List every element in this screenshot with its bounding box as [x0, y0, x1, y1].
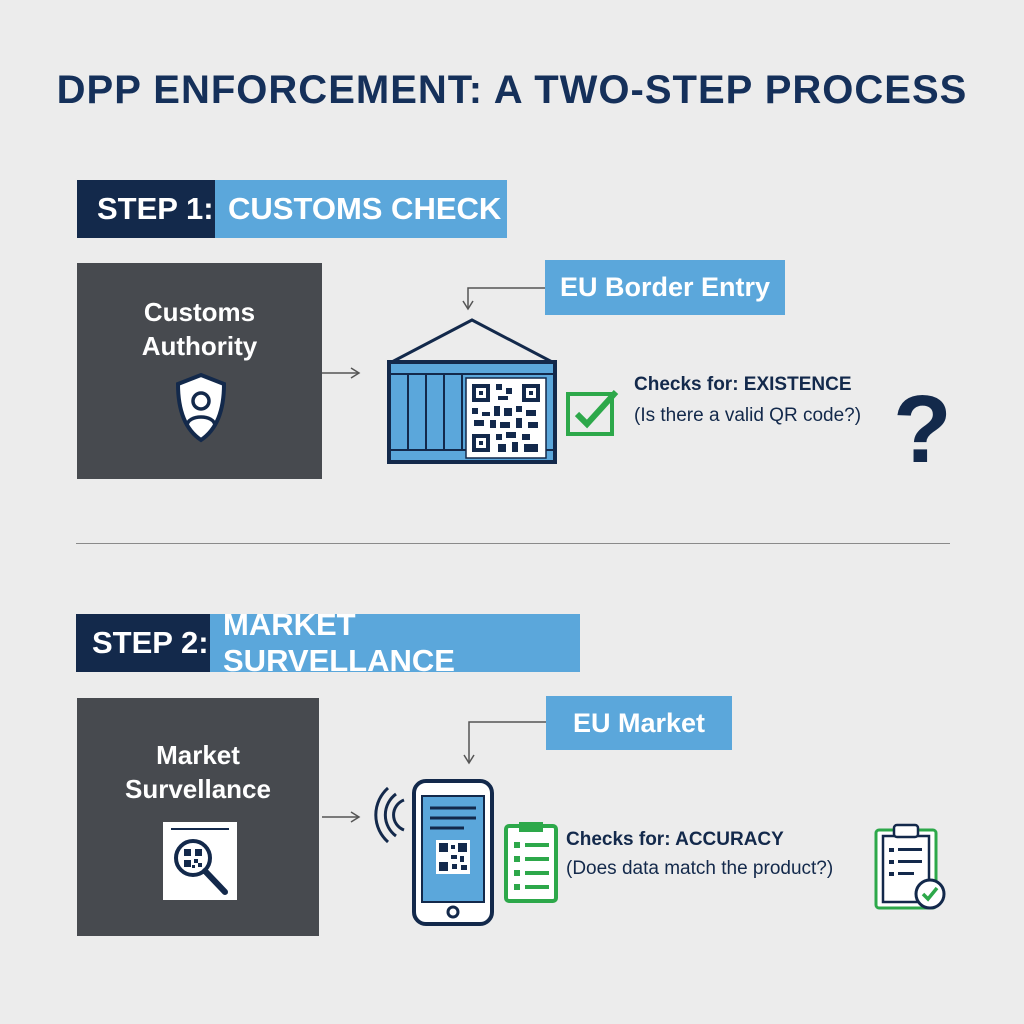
step-1-name: CUSTOMS CHECK: [215, 180, 507, 238]
step-2-number: STEP 2:: [76, 614, 210, 672]
step-2-check-title: Checks for: ACCURACY: [566, 829, 784, 850]
arrow-down-icon: [463, 721, 546, 765]
question-mark-icon: ?: [893, 376, 952, 483]
market-survellance-box: Market Survellance: [77, 698, 319, 936]
step-1-check-question: (Is there a valid QR code?): [634, 405, 862, 426]
checkmark-icon: [566, 389, 619, 436]
step-2-banner: STEP 2: MARKET SURVELLANCE: [76, 607, 580, 678]
page-title: DPP ENFORCEMENT: A TWO-STEP PROCESS: [56, 68, 968, 112]
step-1-banner: STEP 1: CUSTOMS CHECK: [77, 180, 507, 238]
arrow-down-icon: [462, 287, 545, 311]
section-divider: [76, 543, 950, 544]
step-1-check-title: Checks for: EXISTENCE: [634, 374, 852, 395]
arrow-right-icon: [322, 811, 361, 823]
step-1-number: STEP 1:: [77, 180, 215, 238]
clipboard-check-icon: [874, 823, 946, 910]
eu-border-entry-tag: EU Border Entry: [545, 260, 785, 315]
market-survellance-label: Market Survellance: [125, 740, 271, 804]
customs-authority-label: Customs Authority: [141, 297, 258, 361]
step-2-name: MARKET SURVELLANCE: [210, 607, 580, 678]
magnifier-qr-icon: [163, 822, 237, 900]
arrow-right-icon: [322, 367, 361, 379]
shield-person-icon: [175, 372, 227, 443]
checklist-icon: [504, 822, 558, 903]
customs-authority-box: Customs Authority: [77, 263, 322, 479]
smartphone-qr-icon: [374, 779, 494, 926]
shipping-container-icon: [387, 318, 557, 464]
eu-market-tag: EU Market: [546, 696, 732, 750]
step-2-check-question: (Does data match the product?): [566, 858, 834, 879]
